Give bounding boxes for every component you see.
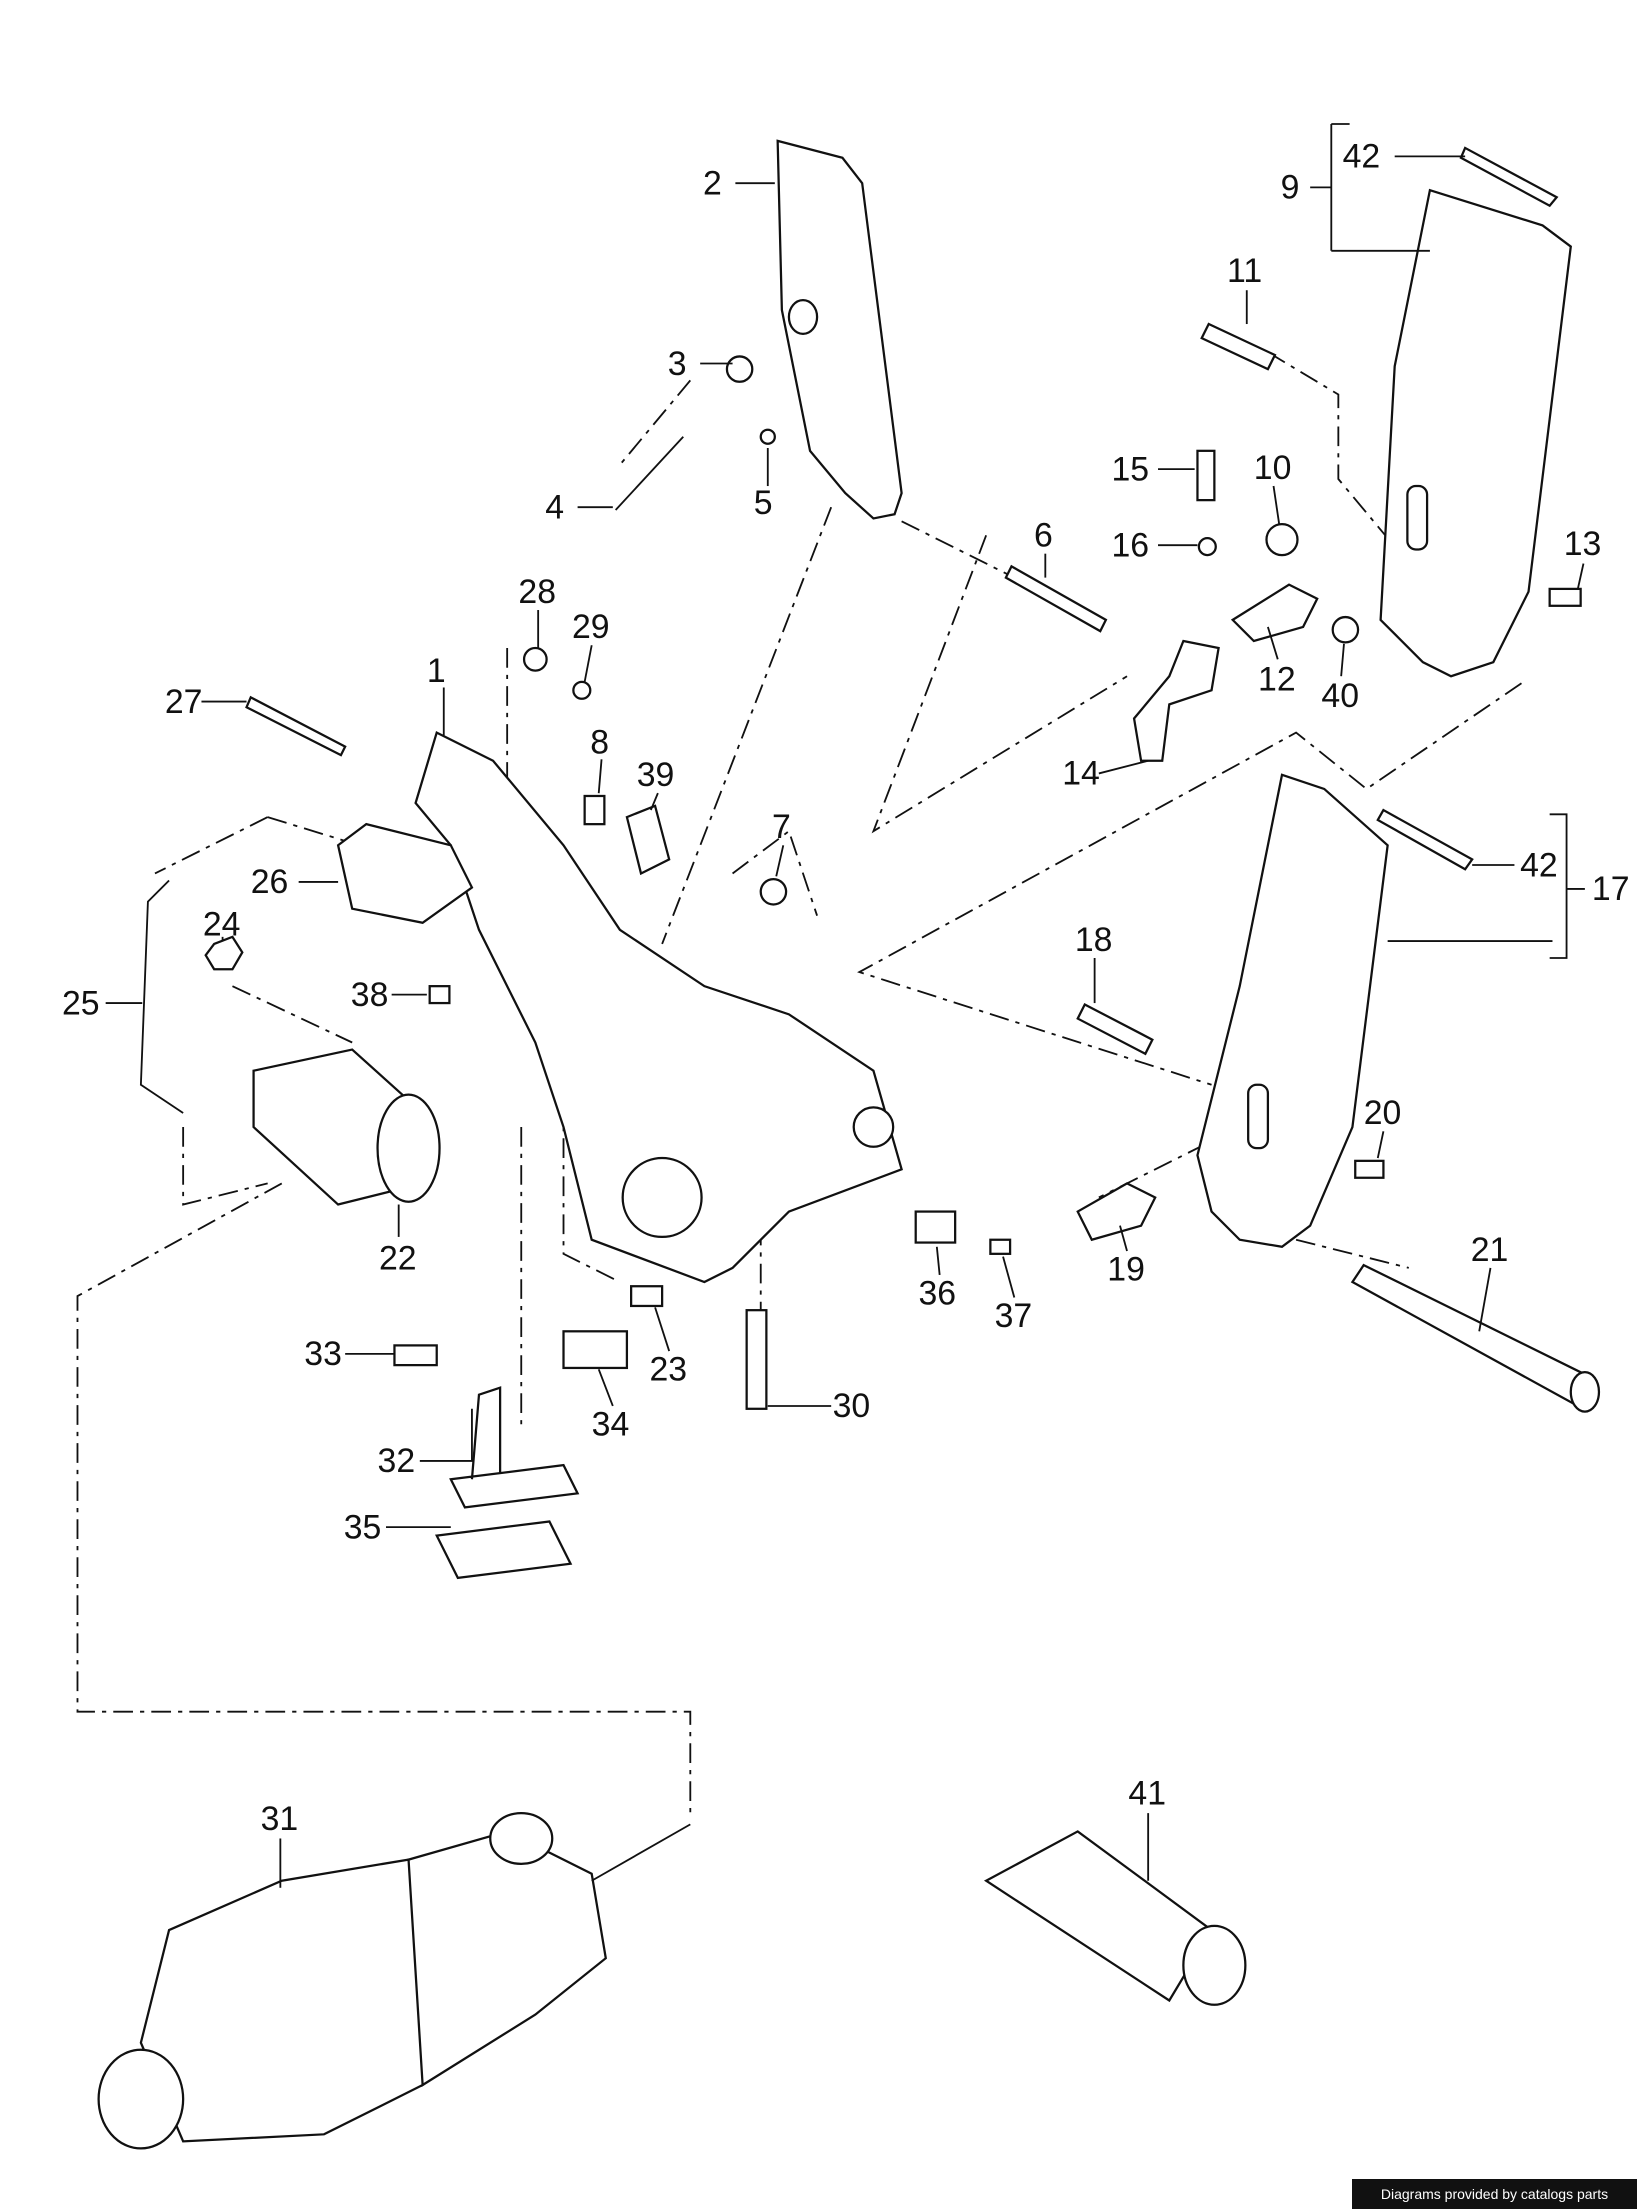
label-32: 32 <box>378 1442 416 1480</box>
label-22: 22 <box>379 1239 417 1277</box>
label-36: 36 <box>919 1275 957 1313</box>
pedal-slot <box>1247 1083 1270 1150</box>
label-16: 16 <box>1112 526 1150 564</box>
hydraulic-unit-31 <box>97 1811 691 2150</box>
bushing-40 <box>1331 615 1360 644</box>
pedal-pad-42-top <box>1459 146 1559 208</box>
label-11: 11 <box>1227 252 1262 290</box>
pedal-arm-2 <box>776 139 903 520</box>
pedal-slot <box>1406 484 1429 551</box>
clip-29 <box>572 680 592 700</box>
label-4: 4 <box>545 488 564 526</box>
bracket-bore <box>852 1106 895 1148</box>
rod-end-19 <box>1076 1182 1157 1242</box>
label-3: 3 <box>668 345 687 383</box>
grease-tube-41 <box>983 1830 1247 2006</box>
clip-10 <box>1265 522 1299 557</box>
label-35: 35 <box>344 1508 382 1546</box>
nut-24 <box>204 935 244 971</box>
part-labels: 1 2 3 4 5 6 7 8 9 10 11 12 13 14 15 16 1… <box>62 138 1630 1838</box>
label-29: 29 <box>572 608 610 646</box>
label-26: 26 <box>251 863 289 901</box>
washer-16 <box>1197 537 1217 557</box>
shaft-end <box>1569 1371 1601 1413</box>
label-40: 40 <box>1321 677 1359 715</box>
label-5: 5 <box>754 484 773 522</box>
bushing-7 <box>759 877 788 906</box>
label-14: 14 <box>1062 755 1100 793</box>
switch-34 <box>562 1330 629 1370</box>
label-2: 2 <box>703 164 722 202</box>
label-33: 33 <box>304 1335 342 1373</box>
bracket-14 <box>1132 639 1220 762</box>
rod-4 <box>614 436 684 511</box>
screw-37 <box>989 1238 1012 1255</box>
label-41: 41 <box>1128 1775 1166 1813</box>
housing-26 <box>336 822 474 924</box>
label-24: 24 <box>203 905 241 943</box>
label-20: 20 <box>1364 1094 1402 1132</box>
washer-28 <box>522 646 548 672</box>
switch-36 <box>914 1210 957 1244</box>
screw-15 <box>1196 449 1216 502</box>
label-1: 1 <box>427 652 446 690</box>
part-8 <box>583 794 606 826</box>
clip-5 <box>759 428 776 445</box>
bolt-23 <box>630 1285 664 1308</box>
clip-3 <box>725 355 754 383</box>
label-34: 34 <box>592 1406 630 1444</box>
label-13: 13 <box>1564 525 1602 563</box>
pin-11 <box>1200 322 1277 371</box>
label-31: 31 <box>261 1800 299 1838</box>
label-23: 23 <box>649 1351 687 1389</box>
label-39: 39 <box>637 756 675 794</box>
label-8: 8 <box>590 724 609 762</box>
leader-lines <box>105 123 1585 1888</box>
label-17: 17 <box>1592 870 1630 908</box>
label-38: 38 <box>351 976 389 1014</box>
label-15: 15 <box>1112 450 1150 488</box>
shaft-21 <box>1350 1263 1594 1408</box>
label-25: 25 <box>62 984 100 1022</box>
bracket-32 <box>449 1386 580 1509</box>
rod-end-12 <box>1230 583 1319 643</box>
pedal-bracket-1 <box>414 730 903 1284</box>
pad-35 <box>435 1520 573 1580</box>
label-19: 19 <box>1107 1251 1145 1289</box>
label-9: 9 <box>1281 169 1300 207</box>
screw-13 <box>1548 587 1582 607</box>
pin-6 <box>1004 564 1108 633</box>
pin-18 <box>1076 1002 1154 1056</box>
pedal-pad-42-right <box>1376 808 1474 871</box>
label-21: 21 <box>1471 1231 1509 1269</box>
screw-20 <box>1354 1159 1385 1179</box>
label-30: 30 <box>833 1387 871 1425</box>
screw-38 <box>428 985 451 1005</box>
label-12: 12 <box>1258 660 1296 698</box>
label-37: 37 <box>995 1297 1033 1335</box>
actuator-22 <box>252 1048 441 1206</box>
label-18: 18 <box>1075 921 1113 959</box>
pedal-hole <box>787 298 819 336</box>
label-7: 7 <box>772 808 791 846</box>
label-28: 28 <box>518 573 556 611</box>
clip-39 <box>625 804 671 876</box>
bolt-30 <box>745 1309 768 1410</box>
label-42-top: 42 <box>1343 138 1381 176</box>
pedal-arm-9 <box>1379 188 1572 678</box>
bolt-27 <box>245 695 347 757</box>
bolt-33 <box>393 1344 438 1367</box>
credit-badge: Diagrams provided by catalogs parts <box>1352 2179 1637 2209</box>
label-27: 27 <box>165 683 203 721</box>
label-42-right: 42 <box>1520 846 1558 884</box>
bracket-bore <box>621 1156 703 1239</box>
pedal-arm-17 <box>1196 773 1389 1248</box>
label-6: 6 <box>1034 517 1053 555</box>
cable-25 <box>139 879 184 1114</box>
label-10: 10 <box>1254 449 1292 487</box>
